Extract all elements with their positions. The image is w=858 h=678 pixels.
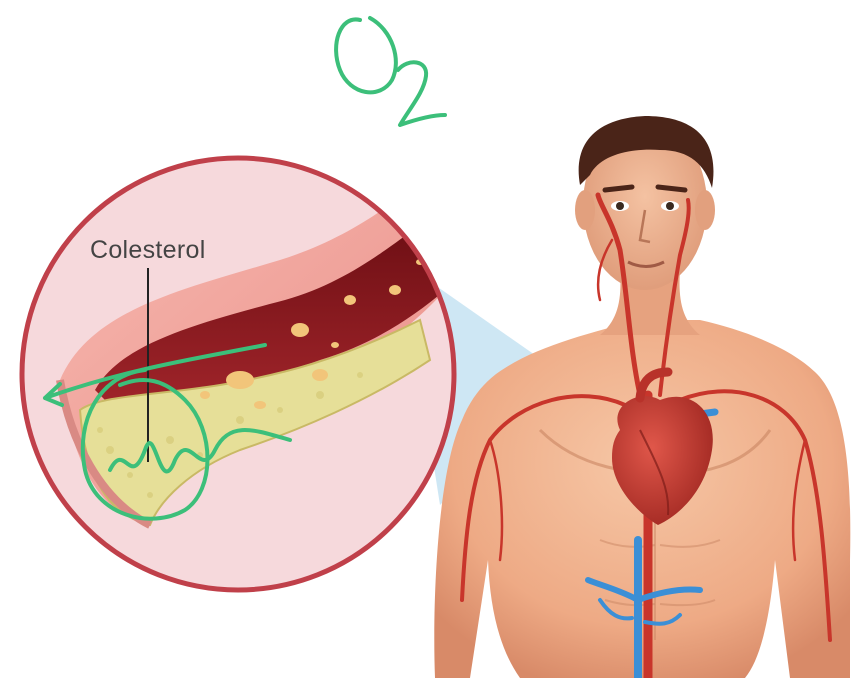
human-figure [434, 116, 850, 678]
magnifier-lens [20, 156, 470, 592]
cholesterol-label: Colesterol [90, 236, 206, 264]
handwritten-o [336, 18, 396, 92]
handwritten-2 [398, 62, 445, 125]
